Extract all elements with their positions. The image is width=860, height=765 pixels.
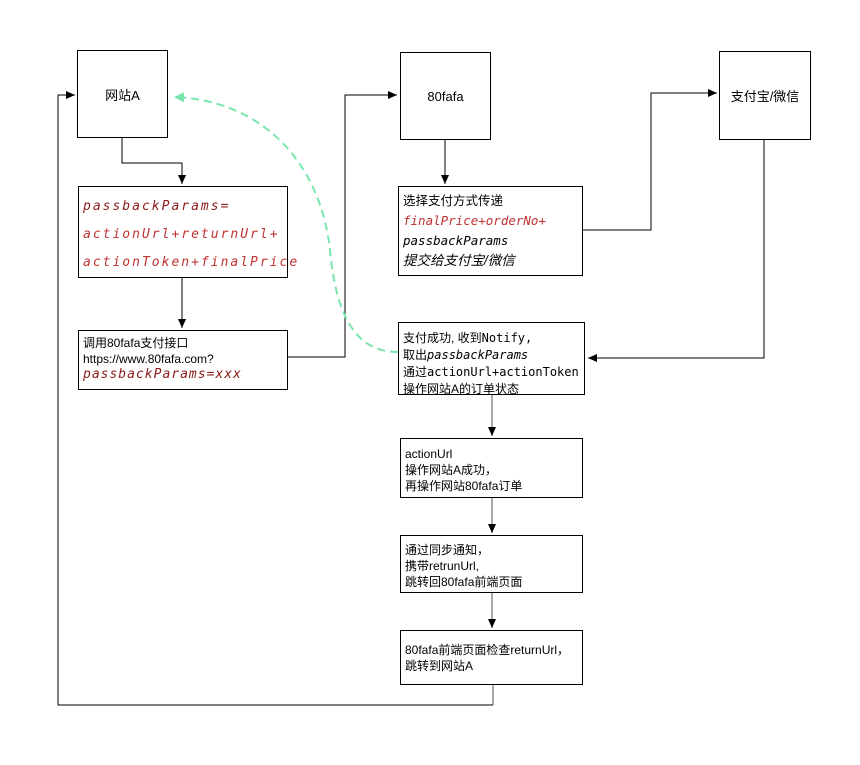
edge-frontend-check-to-site-a xyxy=(57,91,493,706)
call-api-line-2: https://www.80fafa.com? xyxy=(83,352,214,366)
frontend-check-line-1: 80fafa前端页面检查returnUrl， xyxy=(405,643,570,657)
node-gateway-label: 80fafa xyxy=(427,88,464,104)
edge-call-api-to-gateway xyxy=(288,91,397,358)
passback-params-line-2: actionUrl+returnUrl+ xyxy=(83,227,280,242)
choose-payment-line-2: finalPrice+orderNo+ xyxy=(403,213,546,228)
node-pay-channel-label: 支付宝/微信 xyxy=(730,89,800,104)
node-sync-notify: 通过同步通知， 携带retrunUrl, 跳转回80fafa前端页面 xyxy=(400,535,583,593)
call-api-line-3: passbackParams=xxx xyxy=(83,367,242,382)
choose-payment-line-3: passbackParams xyxy=(403,233,509,248)
node-passback-params: passbackParams= actionUrl+returnUrl+ act… xyxy=(78,186,300,278)
node-action-url: actionUrl 操作网站A成功， 再操作网站80fafa订单 xyxy=(400,438,583,498)
choose-payment-line-4: 提交给支付宝/微信 xyxy=(403,253,515,268)
choose-payment-line-1: 选择支付方式传递 xyxy=(403,194,504,208)
passback-params-line-3: actionToken+finalPrice xyxy=(83,255,300,270)
edge-site-a-to-passback-params xyxy=(121,138,186,184)
edge-pay-channel-to-pay-success xyxy=(588,140,765,362)
sync-notify-line-1: 通过同步通知， xyxy=(405,543,490,557)
frontend-check-line-2: 跳转到网站A xyxy=(405,659,474,673)
edge-pay-success-to-site-a-feedback xyxy=(173,92,399,353)
pay-success-line-4: 操作网站A的订单状态 xyxy=(403,382,520,396)
node-call-api: 调用80fafa支付接口 https://www.80fafa.com? pas… xyxy=(78,330,288,390)
sync-notify-line-2: 携带retrunUrl, xyxy=(405,559,480,573)
pay-success-line-3: 通过actionUrl+actionToken xyxy=(403,365,579,379)
node-frontend-check: 80fafa前端页面检查returnUrl， 跳转到网站A xyxy=(400,630,583,685)
passback-params-line-1: passbackParams= xyxy=(83,199,231,214)
node-site-a-label: 网站A xyxy=(105,87,140,103)
pay-success-line-1: 支付成功, 收到Notify, xyxy=(403,331,533,345)
node-site-a: 网站A xyxy=(77,50,168,138)
call-api-line-1: 调用80fafa支付接口 xyxy=(83,336,189,350)
sync-notify-line-3: 跳转回80fafa前端页面 xyxy=(405,575,523,589)
pay-success-line-2: 取出passbackParams xyxy=(403,348,529,362)
action-url-line-3: 再操作网站80fafa订单 xyxy=(405,479,523,493)
node-gateway-80fafa: 80fafa xyxy=(400,52,491,140)
edge-choose-payment-to-pay-channel xyxy=(583,89,717,231)
node-choose-payment: 选择支付方式传递 finalPrice+orderNo+ passbackPar… xyxy=(398,186,583,276)
node-pay-channel: 支付宝/微信 xyxy=(719,51,811,140)
action-url-line-1: actionUrl xyxy=(405,447,453,461)
node-pay-success: 支付成功, 收到Notify, 取出passbackParams 通过actio… xyxy=(398,322,585,396)
action-url-line-2: 操作网站A成功， xyxy=(405,463,498,477)
